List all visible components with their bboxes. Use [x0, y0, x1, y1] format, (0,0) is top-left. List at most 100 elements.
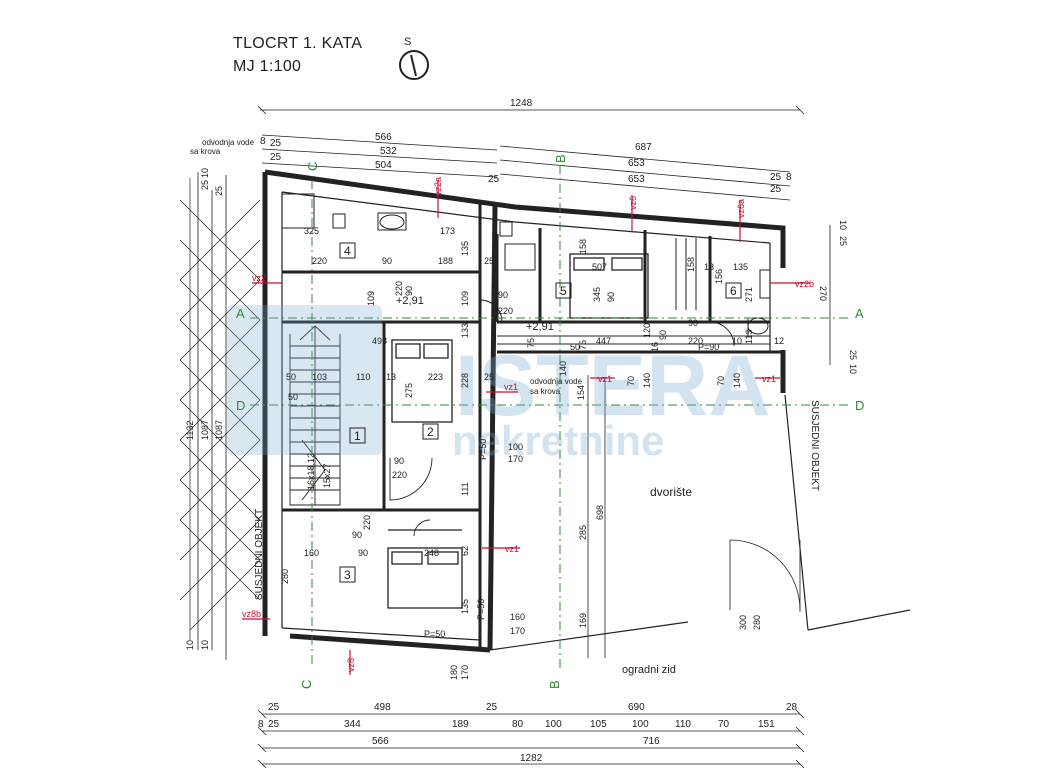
dim-right-25: 25	[838, 236, 848, 246]
dim-right-10b: 10	[848, 364, 858, 374]
dim-int: 133	[460, 323, 470, 338]
dim-right-10: 10	[838, 220, 848, 230]
dim-int: 103	[312, 372, 327, 382]
dim-int: 188	[438, 256, 453, 266]
dim-int: 170	[460, 665, 470, 680]
north-letter: S	[404, 36, 411, 48]
dim-bot2-100: 100	[545, 719, 562, 730]
dim-int: 180	[449, 665, 459, 680]
dim-int: 50	[570, 342, 580, 352]
room-5: 5	[560, 284, 567, 298]
dim-bot1-28: 28	[786, 702, 798, 713]
dim-int: P=50	[424, 629, 445, 639]
axis-c-top: C	[305, 162, 320, 171]
dim-int: 111	[460, 482, 470, 496]
dim-int: 113	[744, 330, 754, 344]
dim-int: 135	[733, 262, 748, 272]
dim-int: 158	[578, 239, 588, 254]
dim-int: 90	[658, 330, 668, 340]
dim-int: 140	[732, 373, 742, 388]
north-arrow-icon	[399, 50, 429, 80]
dim-int: 90	[688, 318, 698, 328]
dim-bot2-110: 110	[675, 719, 691, 730]
dim-left-1132: 1132	[185, 421, 195, 440]
dim-left-25b: 25	[214, 186, 224, 196]
dim-int: 280	[752, 615, 762, 630]
vz-8: vz8	[346, 658, 356, 672]
dim-int: 156	[714, 269, 724, 284]
dim-int: P=90	[698, 342, 719, 352]
vz-2a: vz2a	[433, 177, 443, 196]
axis-b-top: B	[553, 154, 568, 163]
neighbor-right-label: SUSJEDNI OBJEKT	[809, 400, 820, 491]
dimension-lines	[197, 105, 831, 769]
dim-bot2-105: 105	[590, 719, 607, 730]
dim-int: 109	[366, 291, 376, 306]
dim-int: 100	[508, 442, 523, 452]
dim-int: 90	[404, 286, 414, 296]
dim-int: 75	[578, 340, 588, 350]
height-mark-2: +2,91	[526, 321, 554, 333]
dim-int: 170	[510, 626, 525, 636]
dim-int: 345	[592, 287, 602, 302]
dim-bot2-8: 8	[258, 719, 264, 730]
room-3: 3	[344, 568, 351, 582]
height-mark-1: +2,91	[396, 295, 424, 307]
axis-d-left: D	[236, 398, 245, 413]
dim-top-653a: 653	[628, 158, 645, 169]
dim-int: 698	[595, 505, 605, 520]
axis-a-right: A	[855, 306, 864, 321]
watermark-sub: nekretnine	[452, 417, 664, 464]
roof-drain-top-label2: sa krova	[190, 147, 221, 156]
dim-int: 62	[460, 546, 470, 556]
dim-top-566: 566	[375, 132, 392, 143]
vz-1-c: vz1	[762, 374, 776, 384]
dim-int: 90	[394, 456, 404, 466]
vz-2: vz2	[252, 273, 266, 283]
outer-walls	[262, 169, 786, 653]
dim-int: 220	[362, 515, 372, 530]
stair-label-2: 15x27	[322, 463, 332, 488]
dim-int: 275	[404, 383, 414, 398]
dim-int: 300	[738, 615, 748, 630]
dim-top-8b: 8	[786, 172, 792, 183]
dim-int: 160	[304, 548, 319, 558]
dim-top-504: 504	[375, 160, 392, 171]
dim-bot2-70: 70	[718, 719, 730, 730]
dim-top-25b: 25	[270, 152, 282, 163]
room-1: 1	[354, 429, 361, 443]
dim-left-10c: 10	[200, 640, 210, 650]
dim-top-1248: 1248	[510, 98, 533, 109]
dim-int: 12	[774, 336, 784, 346]
dim-int: 220	[394, 281, 404, 296]
dim-int: 109	[460, 291, 470, 306]
dim-top-25d: 25	[770, 172, 782, 183]
room-2: 2	[427, 425, 434, 439]
vz-8b: vz8b	[242, 609, 261, 619]
axis-c-bottom: C	[299, 680, 314, 689]
staircase	[289, 325, 341, 506]
axis-d-right: D	[855, 398, 864, 413]
vz-1-d: vz1	[505, 544, 519, 554]
dim-int: 285	[578, 525, 588, 540]
roof-drain-top-label: odvodnja vode	[202, 138, 255, 147]
dim-int: 158	[686, 257, 696, 272]
courtyard-label: dvorište	[650, 485, 692, 499]
dim-top-25c: 25	[488, 174, 500, 185]
dim-bot1-690: 690	[628, 702, 645, 713]
dim-int: 248	[424, 548, 439, 558]
dim-int: 70	[626, 376, 636, 386]
room-4: 4	[344, 244, 351, 258]
dim-int: 160	[510, 612, 525, 622]
dim-int: 120	[642, 323, 652, 338]
axis-a-left: A	[236, 306, 245, 321]
dim-bot2-151: 151	[758, 719, 775, 730]
dim-int: 154	[576, 385, 586, 400]
dim-int: 223	[428, 372, 443, 382]
dim-int: 498	[372, 336, 387, 346]
dim-bot2-189: 189	[452, 719, 469, 730]
dim-bot2-25: 25	[268, 719, 280, 730]
neighbor-hatch-left	[179, 178, 261, 640]
plan-scale: MJ 1:100	[233, 58, 302, 75]
roof-drain-mid-label: odvodnja vode	[530, 377, 583, 386]
